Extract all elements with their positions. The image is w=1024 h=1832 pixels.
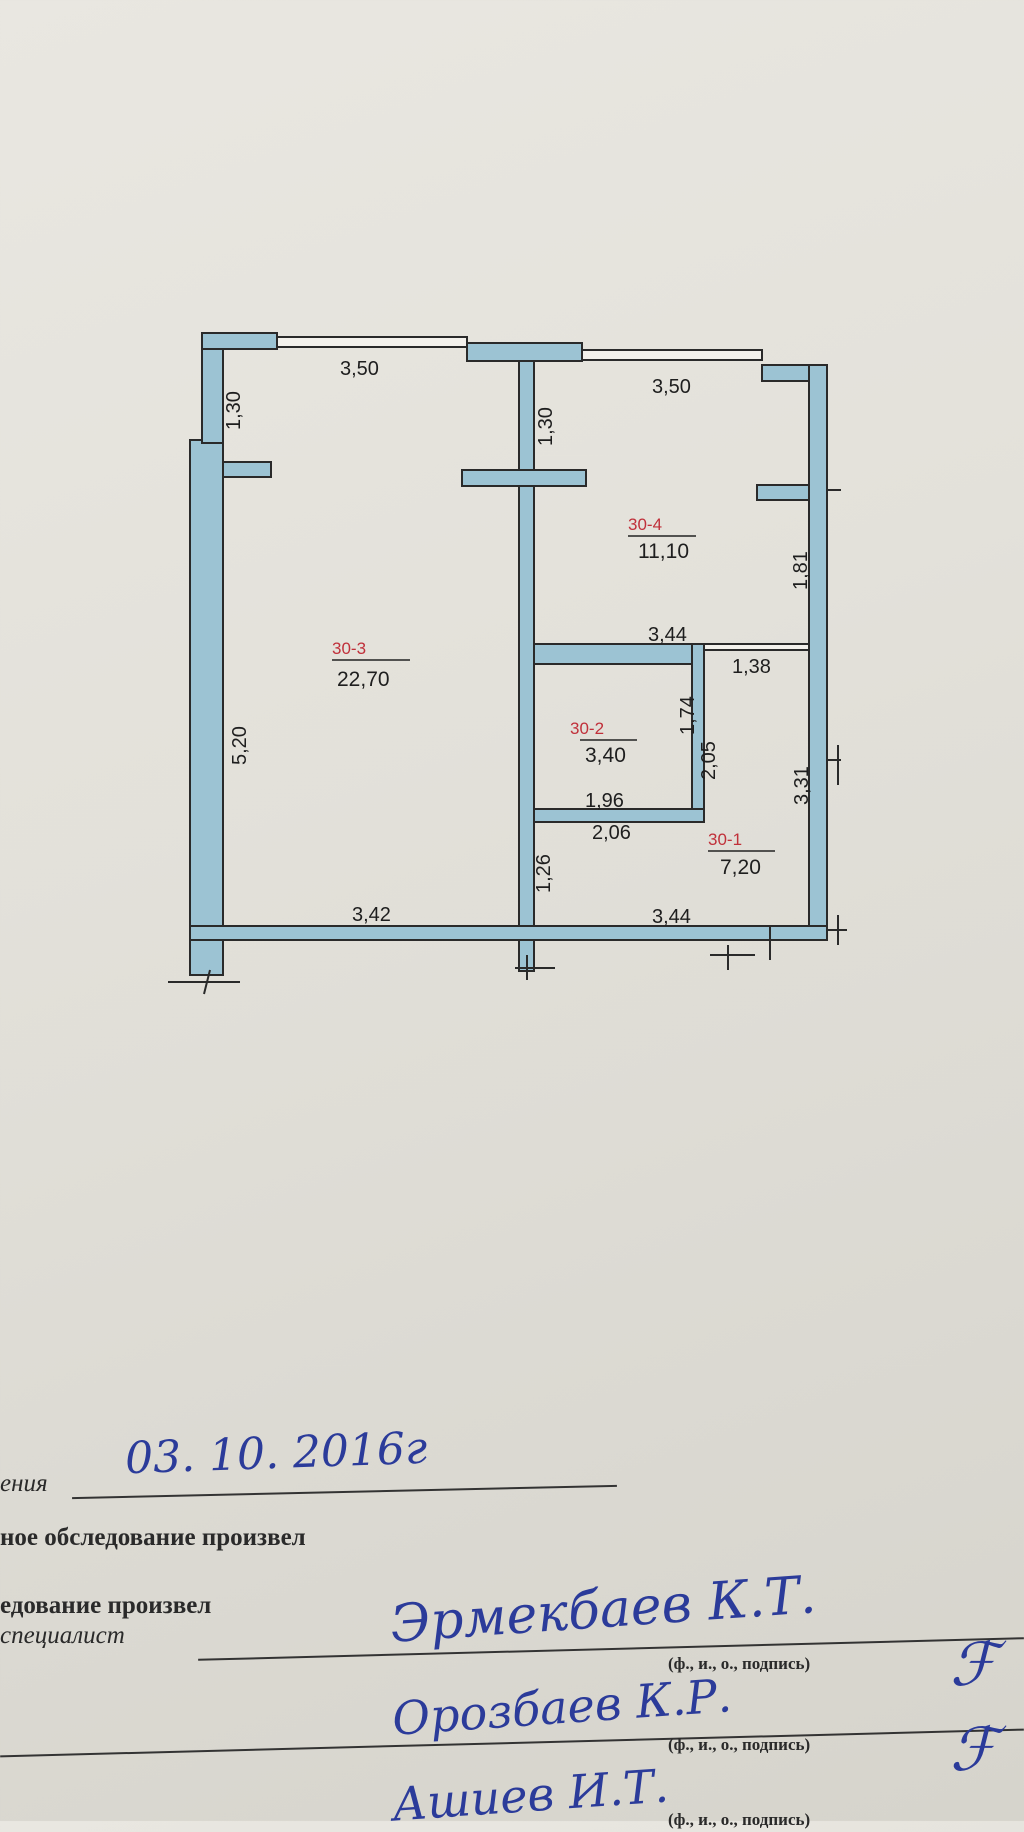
right-wall xyxy=(808,364,828,936)
form-line-1: ное обследование произвел xyxy=(0,1524,306,1551)
middle-stub xyxy=(461,469,587,487)
window-right xyxy=(581,349,763,361)
room-area-30-2: 3,40 xyxy=(585,744,626,767)
signature-2: ℱ xyxy=(950,1715,998,1785)
room-area-30-1: 7,20 xyxy=(720,856,761,879)
signature-hint-1: (ф., и., о., подпись) xyxy=(668,1654,811,1673)
dim-r3-top: 3,50 xyxy=(340,358,379,380)
walls xyxy=(189,332,828,976)
top-wall-mid xyxy=(466,342,583,362)
dim-r2-right-out: 2,05 xyxy=(698,741,720,780)
dimensions: 3,50 3,50 1,30 1,30 5,20 3,42 1,81 3,44 … xyxy=(223,358,813,928)
middle-wall xyxy=(518,360,535,972)
dim-r1-left: 1,26 xyxy=(533,854,555,893)
bottom-wall xyxy=(189,925,828,941)
break-marks xyxy=(168,489,847,995)
dim-r1-right: 3,31 xyxy=(791,766,813,805)
specialist-label: специалист xyxy=(0,1622,125,1649)
room-id-30-1: 30-1 xyxy=(708,830,742,849)
left-stub xyxy=(222,461,272,478)
right-stub xyxy=(756,484,810,501)
room4-bottom-thin xyxy=(703,643,810,651)
wall-r2-bottom xyxy=(533,808,705,823)
top-wall-left xyxy=(201,332,278,350)
room-id-30-4: 30-4 xyxy=(628,515,662,534)
outer-left-wall xyxy=(189,439,224,976)
dim-r3-bottom: 3,42 xyxy=(352,904,391,926)
dim-r4-bottom: 3,44 xyxy=(648,624,687,646)
dim-r3-win: 1,30 xyxy=(223,391,245,430)
room-area-30-4: 11,10 xyxy=(638,540,689,563)
dim-r2-right-in: 1,74 xyxy=(677,696,699,735)
room-id-30-2: 30-2 xyxy=(570,719,604,738)
room-area-30-3: 22,70 xyxy=(337,668,390,691)
window-left xyxy=(276,336,468,348)
dim-r2-bottom-out: 2,06 xyxy=(592,822,631,844)
room-labels: 30-3 22,70 30-4 11,10 30-2 3,40 30-1 7,2… xyxy=(332,515,775,879)
dim-r3-left: 5,20 xyxy=(229,726,251,765)
wall-r4-r2 xyxy=(533,643,703,665)
dim-r2-bottom-in: 1,96 xyxy=(585,790,624,812)
date-value: 03. 10. 2016г xyxy=(124,1422,428,1485)
date-label: ения xyxy=(0,1470,48,1497)
signature-1: ℱ xyxy=(950,1630,998,1700)
signature-hint-3: (ф., и., о., подпись) xyxy=(668,1810,811,1829)
room-id-30-3: 30-3 xyxy=(332,639,366,658)
dim-r4-win: 1,30 xyxy=(535,407,557,446)
dim-r4-right: 1,81 xyxy=(790,551,812,590)
dim-r4-top: 3,50 xyxy=(652,376,691,398)
form-line-2: едование произвел xyxy=(0,1592,212,1619)
dim-r1-bottom: 3,44 xyxy=(652,906,691,928)
dim-r1-top: 1,38 xyxy=(732,656,771,678)
signature-hint-2: (ф., и., о., подпись) xyxy=(668,1735,811,1754)
